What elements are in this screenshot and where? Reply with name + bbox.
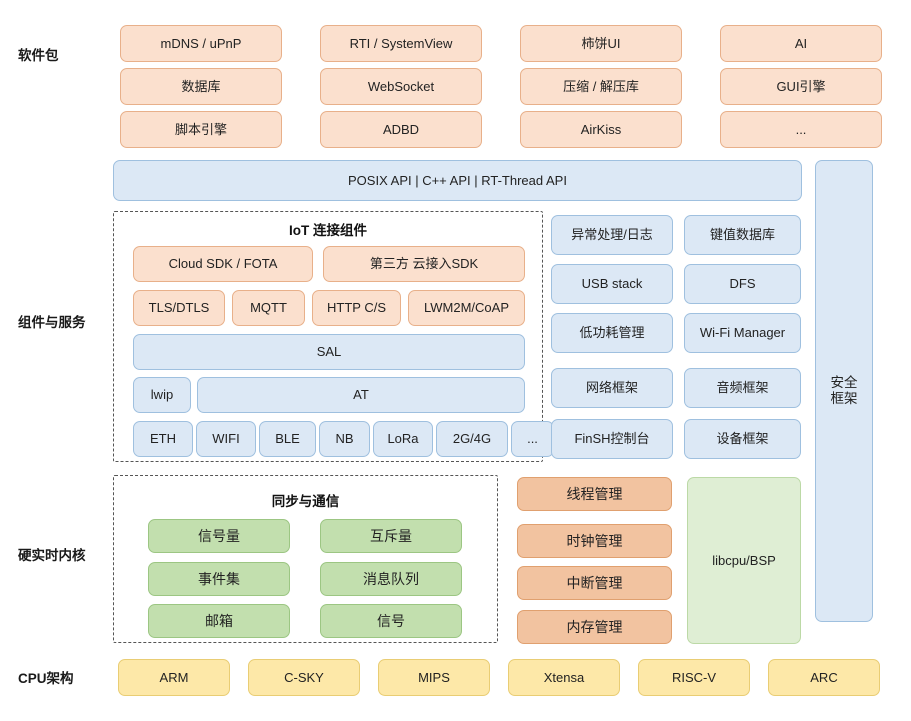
row-label-components-services: 组件与服务 xyxy=(18,315,86,330)
pkg-gui-engine[interactable]: GUI引擎 xyxy=(720,68,882,105)
iot-link-ble[interactable]: BLE xyxy=(259,421,316,457)
pkg-database[interactable]: 数据库 xyxy=(120,68,282,105)
pkg-script-engine[interactable]: 脚本引擎 xyxy=(120,111,282,148)
pkg-adbd[interactable]: ADBD xyxy=(320,111,482,148)
kernel-signal[interactable]: 信号 xyxy=(320,604,462,638)
sync-group-frame xyxy=(113,475,498,643)
iot-at[interactable]: AT xyxy=(197,377,525,413)
kernel-semaphore[interactable]: 信号量 xyxy=(148,519,290,553)
iot-link-more[interactable]: ... xyxy=(511,421,554,457)
kernel-mutex[interactable]: 互斥量 xyxy=(320,519,462,553)
iot-third-party-cloud-sdk[interactable]: 第三方 云接入SDK xyxy=(323,246,525,282)
iot-mqtt[interactable]: MQTT xyxy=(232,290,305,326)
cpu-riscv[interactable]: RISC-V xyxy=(638,659,750,696)
service-kv-database[interactable]: 键值数据库 xyxy=(684,215,801,255)
iot-group-title: IoT 连接组件 xyxy=(289,223,367,238)
kernel-memory-management[interactable]: 内存管理 xyxy=(517,610,672,644)
service-exception-log[interactable]: 异常处理/日志 xyxy=(551,215,673,255)
pkg-websocket[interactable]: WebSocket xyxy=(320,68,482,105)
sync-group-title: 同步与通信 xyxy=(271,494,340,509)
iot-link-eth[interactable]: ETH xyxy=(133,421,193,457)
row-label-software-packages: 软件包 xyxy=(18,48,59,63)
kernel-clock-management[interactable]: 时钟管理 xyxy=(517,524,672,558)
service-wifi-manager[interactable]: Wi-Fi Manager xyxy=(684,313,801,353)
iot-http-cs[interactable]: HTTP C/S xyxy=(312,290,401,326)
cpu-mips[interactable]: MIPS xyxy=(378,659,490,696)
service-usb-stack[interactable]: USB stack xyxy=(551,264,673,304)
iot-cloud-sdk-fota[interactable]: Cloud SDK / FOTA xyxy=(133,246,313,282)
service-device-framework[interactable]: 设备框架 xyxy=(684,419,801,459)
row-label-hard-realtime-kernel: 硬实时内核 xyxy=(18,548,86,563)
pkg-mdns-upnp[interactable]: mDNS / uPnP xyxy=(120,25,282,62)
kernel-interrupt-management[interactable]: 中断管理 xyxy=(517,566,672,600)
cpu-xtensa[interactable]: Xtensa xyxy=(508,659,620,696)
service-audio-framework[interactable]: 音频框架 xyxy=(684,368,801,408)
iot-link-nb[interactable]: NB xyxy=(319,421,370,457)
cpu-csky[interactable]: C-SKY xyxy=(248,659,360,696)
pkg-compression[interactable]: 压缩 / 解压库 xyxy=(520,68,682,105)
service-finsh-console[interactable]: FinSH控制台 xyxy=(551,419,673,459)
cpu-arc[interactable]: ARC xyxy=(768,659,880,696)
api-bar: POSIX API | C++ API | RT-Thread API xyxy=(113,160,802,201)
kernel-event-set[interactable]: 事件集 xyxy=(148,562,290,596)
pkg-airkiss[interactable]: AirKiss xyxy=(520,111,682,148)
kernel-mailbox[interactable]: 邮箱 xyxy=(148,604,290,638)
kernel-thread-management[interactable]: 线程管理 xyxy=(517,477,672,511)
iot-group-frame xyxy=(113,211,543,462)
iot-link-lora[interactable]: LoRa xyxy=(373,421,433,457)
iot-lwip[interactable]: lwip xyxy=(133,377,191,413)
iot-link-wifi[interactable]: WIFI xyxy=(196,421,256,457)
cpu-arm[interactable]: ARM xyxy=(118,659,230,696)
service-low-power[interactable]: 低功耗管理 xyxy=(551,313,673,353)
iot-tls-dtls[interactable]: TLS/DTLS xyxy=(133,290,225,326)
service-network-framework[interactable]: 网络框架 xyxy=(551,368,673,408)
pkg-shibing-ui[interactable]: 柿饼UI xyxy=(520,25,682,62)
libcpu-bsp[interactable]: libcpu/BSP xyxy=(687,477,801,644)
pkg-more[interactable]: ... xyxy=(720,111,882,148)
security-framework: 安全 框架 xyxy=(815,160,873,622)
iot-lwm2m-coap[interactable]: LWM2M/CoAP xyxy=(408,290,525,326)
iot-link-2g4g[interactable]: 2G/4G xyxy=(436,421,508,457)
pkg-rti-systemview[interactable]: RTI / SystemView xyxy=(320,25,482,62)
pkg-ai[interactable]: AI xyxy=(720,25,882,62)
row-label-cpu-arch: CPU架构 xyxy=(18,671,74,686)
service-dfs[interactable]: DFS xyxy=(684,264,801,304)
iot-sal[interactable]: SAL xyxy=(133,334,525,370)
kernel-message-queue[interactable]: 消息队列 xyxy=(320,562,462,596)
